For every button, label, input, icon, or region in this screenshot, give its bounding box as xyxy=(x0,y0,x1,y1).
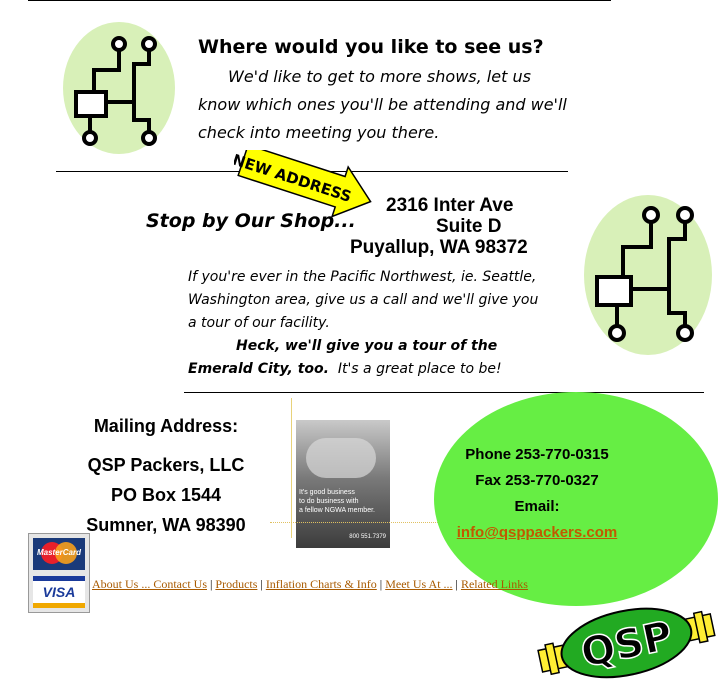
ad-line3: a fellow NGWA member. xyxy=(299,507,375,514)
tour-paragraph: If you're ever in the Pacific Northwest,… xyxy=(188,269,539,377)
dotted-line xyxy=(270,522,440,523)
new-address-arrow-icon: NEW ADDRESS xyxy=(234,150,372,218)
mailing-city: Sumner, WA 98390 xyxy=(86,515,246,535)
tour-bold-text: Heck, we'll give you a tour of the Emera… xyxy=(188,338,498,377)
footer-nav: About Us ... Contact Us | Products | Inf… xyxy=(92,577,528,591)
vertical-divider xyxy=(291,398,292,538)
email-label: Email: xyxy=(514,498,560,515)
mastercard-logo: MasterCard xyxy=(33,538,85,570)
address-suite: Suite D xyxy=(436,216,502,237)
ad-line1: It's good business xyxy=(299,489,355,496)
address-city: Puyallup, WA 98372 xyxy=(350,237,528,258)
question-title: Where would you like to see us? xyxy=(198,36,544,58)
top-divider xyxy=(28,0,611,1)
contact-oval xyxy=(434,392,718,606)
mailing-company: QSP Packers, LLC xyxy=(87,455,245,475)
nav-related-links[interactable]: Related Links xyxy=(460,577,528,591)
section-divider-2 xyxy=(184,392,704,393)
nav-products[interactable]: Products xyxy=(215,577,258,591)
email-link[interactable]: info@qsppackers.com xyxy=(456,524,618,541)
nav-inflation-charts[interactable]: Inflation Charts & Info xyxy=(265,577,377,591)
address-street: 2316 Inter Ave xyxy=(386,195,514,216)
visa-logo: VISA xyxy=(33,576,85,608)
qsp-logo: QSP xyxy=(537,607,716,679)
circuit-board-icon xyxy=(63,22,175,154)
handshake-image xyxy=(306,438,376,478)
credit-cards-image: MasterCard VISA xyxy=(28,533,90,613)
nav-about-contact[interactable]: About Us ... Contact Us xyxy=(92,577,207,591)
ad-phone: 800 551.7379 xyxy=(349,534,386,540)
mailing-po-box: PO Box 1544 xyxy=(110,485,222,505)
mailing-heading: Mailing Address: xyxy=(93,416,239,436)
circuit-board-icon-2 xyxy=(584,195,712,355)
fax-number: Fax 253-770-0327 xyxy=(475,472,599,489)
phone-number: Phone 253-770-0315 xyxy=(465,446,609,463)
question-body: We'd like to get to more shows, let us k… xyxy=(198,67,567,142)
nav-meet-us[interactable]: Meet Us At ... xyxy=(385,577,453,591)
ngwa-ad-image: It's good business to do business with a… xyxy=(296,420,390,548)
ad-line2: to do business with xyxy=(299,498,359,505)
stop-by-heading: Stop by Our Shop... xyxy=(146,210,356,232)
